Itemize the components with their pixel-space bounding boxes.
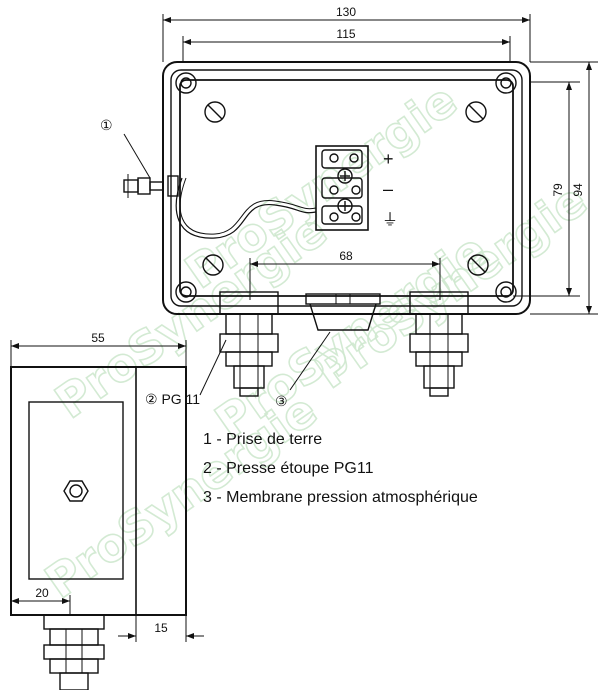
dim-total-width-label: 130	[336, 5, 356, 19]
corner-screws	[175, 72, 517, 303]
dim-total-width	[162, 14, 531, 62]
dim-side-width-label: 55	[91, 331, 105, 345]
callout-2: ② PG 11	[145, 391, 200, 407]
dim-side-depth	[118, 615, 204, 642]
callout-3: ③	[275, 393, 288, 409]
dim-inner-width	[182, 36, 511, 62]
dim-inner-width-label: 115	[336, 27, 355, 41]
dim-gland-spacing	[249, 258, 441, 300]
membrane	[305, 293, 381, 331]
minus-mark: –	[383, 179, 393, 199]
side-view: 55 20 15	[10, 331, 204, 691]
dim-side-offset-label: 20	[35, 586, 49, 600]
dim-side-offset	[11, 595, 71, 615]
legend-item-2: 2 - Presse étoupe PG11	[203, 460, 374, 477]
dim-total-height-label: 94	[571, 183, 585, 197]
dim-side-width	[10, 340, 187, 370]
ground-wire	[175, 177, 317, 239]
dim-gland-spacing-label: 68	[339, 249, 353, 263]
dim-side-depth-label: 15	[154, 621, 168, 635]
side-cable-gland	[43, 614, 105, 691]
legend: 1 - Prise de terre 2 - Presse étoupe PG1…	[203, 425, 478, 512]
earth-bolt	[123, 174, 179, 198]
callout-1-leader	[123, 133, 151, 179]
legend-item-1: 1 - Prise de terre	[203, 431, 323, 448]
cable-gland-left	[219, 291, 279, 397]
side-label-plate	[28, 401, 124, 580]
mount-screws	[202, 101, 489, 276]
terminal-block	[315, 145, 369, 231]
front-view: 130 115	[100, 5, 598, 409]
legend-item-3: 3 - Membrane pression atmosphérique	[203, 489, 478, 506]
housing-inner	[179, 79, 514, 297]
plus-mark: +	[383, 149, 394, 169]
callout-2-leader	[199, 339, 227, 396]
dim-heights	[513, 61, 598, 315]
side-nut	[63, 480, 89, 502]
housing-rim	[170, 69, 523, 307]
cable-gland-right	[409, 291, 469, 397]
callout-1: ①	[100, 117, 113, 133]
dim-inner-height-label: 79	[551, 183, 565, 197]
ground-mark: ⏚	[382, 211, 398, 229]
callout-3-leader	[289, 331, 331, 391]
